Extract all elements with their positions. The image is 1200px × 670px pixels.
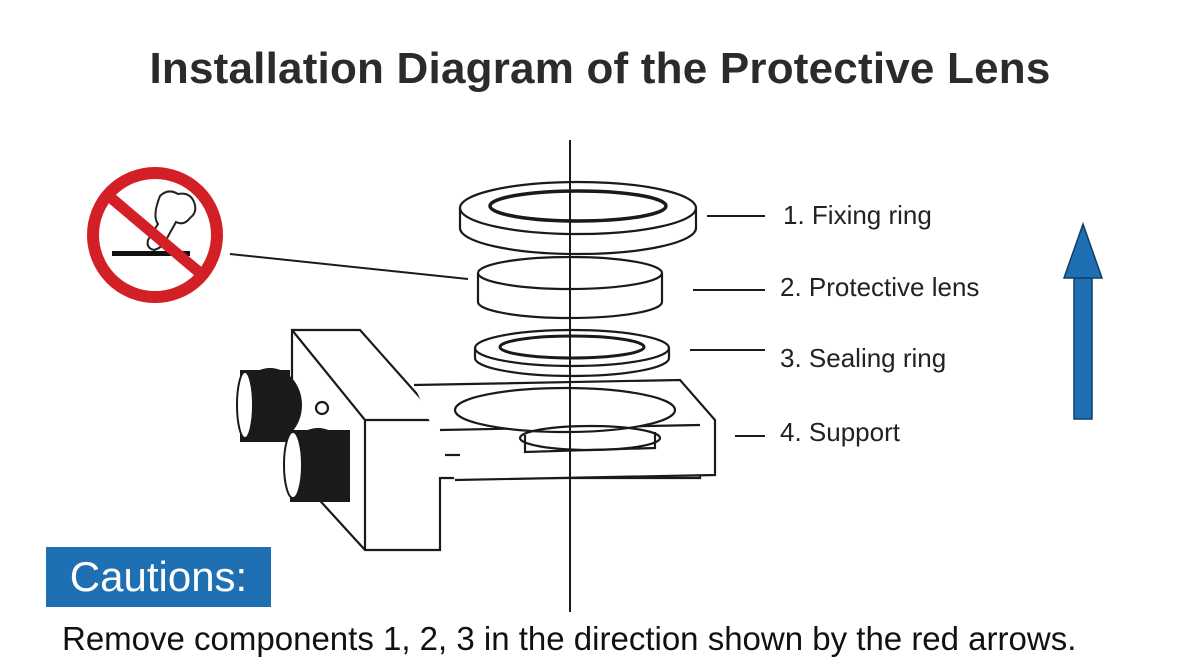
sealing-ring — [473, 328, 671, 378]
adjustment-knobs — [236, 368, 350, 502]
up-arrow-icon — [1062, 221, 1104, 420]
cautions-heading: Cautions: — [46, 547, 271, 607]
no-touch-lens-icon — [87, 167, 223, 303]
label-protective-lens: 2. Protective lens — [780, 272, 980, 302]
label-sealing-ring: 3. Sealing ring — [780, 343, 947, 373]
cautions-text: Remove components 1, 2, 3 in the directi… — [62, 620, 1077, 657]
page-title: Installation Diagram of the Protective L… — [149, 44, 1051, 93]
sign-leader-line — [229, 253, 469, 280]
fixing-ring — [458, 180, 698, 256]
label-fixing-ring: 1. Fixing ring — [783, 200, 932, 230]
label-support: 4. Support — [780, 417, 900, 447]
